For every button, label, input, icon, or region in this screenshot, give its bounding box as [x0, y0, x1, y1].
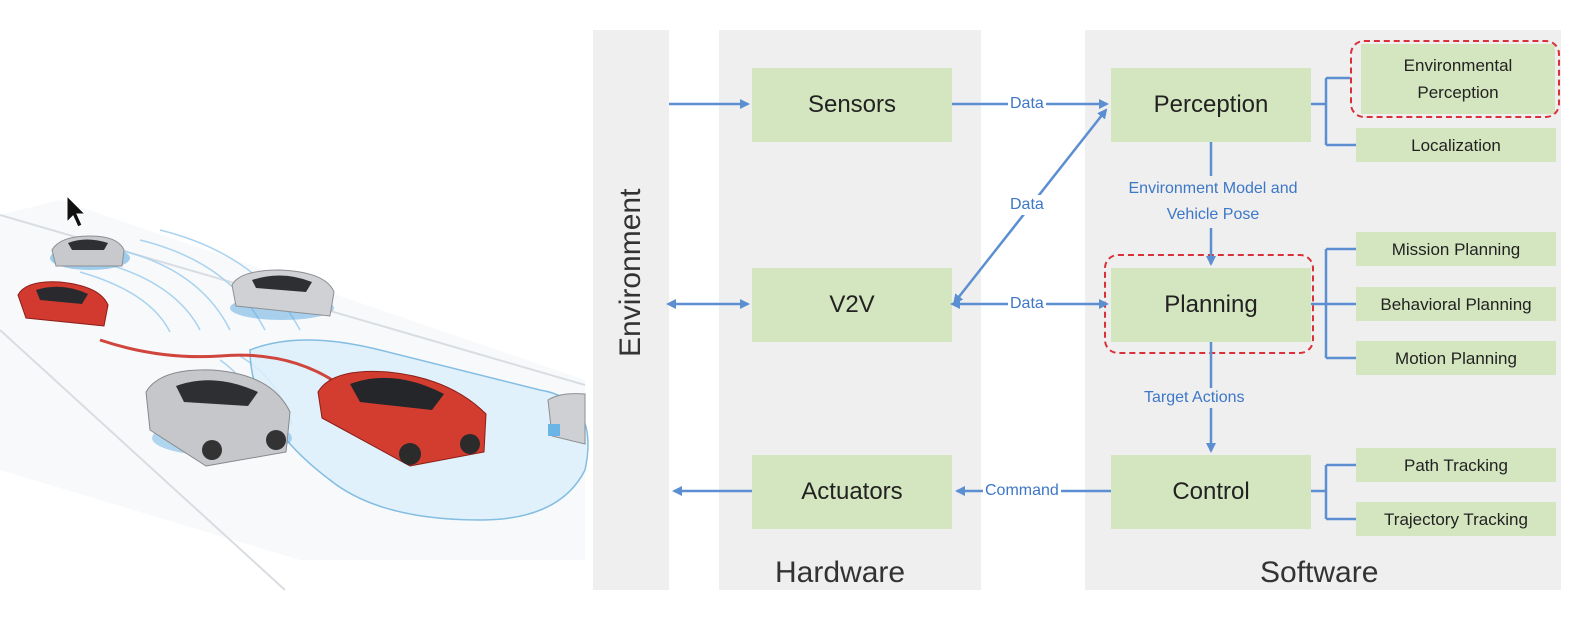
bracket-control	[1311, 463, 1356, 521]
flow-label-data-v2v-planning: Data	[1008, 294, 1046, 314]
planning-block: Planning	[1111, 268, 1311, 342]
car-partial-right	[547, 393, 586, 445]
perception-block: Perception	[1111, 68, 1311, 142]
sensors-block: Sensors	[752, 68, 952, 142]
flow-label-environment-model: Environment Model and Vehicle Pose	[1115, 176, 1311, 228]
flow-label-target-actions: Target Actions	[1142, 388, 1247, 408]
environment-column	[593, 30, 669, 590]
planned-path	[99, 338, 341, 387]
flow-label-data-sensors: Data	[1008, 94, 1046, 114]
bracket-planning	[1311, 247, 1356, 360]
car-grey-right	[230, 269, 335, 320]
control-block: Control	[1111, 455, 1311, 529]
mouse-cursor-icon	[66, 194, 87, 228]
environmental-perception-block: Environmental Perception	[1361, 44, 1555, 114]
car-red-ego	[317, 370, 487, 467]
flow-label-data-v2v-perception: Data	[1008, 195, 1046, 215]
bracket-perception	[1311, 76, 1356, 147]
road-edge-line	[0, 329, 286, 591]
motion-planning-block: Motion Planning	[1356, 341, 1556, 375]
path-tracking-block: Path Tracking	[1356, 448, 1556, 482]
mission-planning-block: Mission Planning	[1356, 232, 1556, 266]
localization-block: Localization	[1356, 128, 1556, 162]
hardware-label: Hardware	[775, 556, 906, 589]
flow-label-command: Command	[983, 481, 1061, 501]
car-grey-large	[145, 369, 292, 467]
trajectory-tracking-block: Trajectory Tracking	[1356, 502, 1556, 536]
car-red-left	[17, 281, 109, 327]
car-grey-small	[50, 235, 130, 270]
actuators-block: Actuators	[752, 455, 952, 529]
software-label: Software	[1260, 556, 1379, 589]
behavioral-planning-block: Behavioral Planning	[1356, 287, 1556, 321]
autonomous-driving-illustration	[0, 194, 589, 591]
environmental-perception-highlight	[1350, 40, 1560, 118]
v2v-block: V2V	[752, 268, 952, 342]
